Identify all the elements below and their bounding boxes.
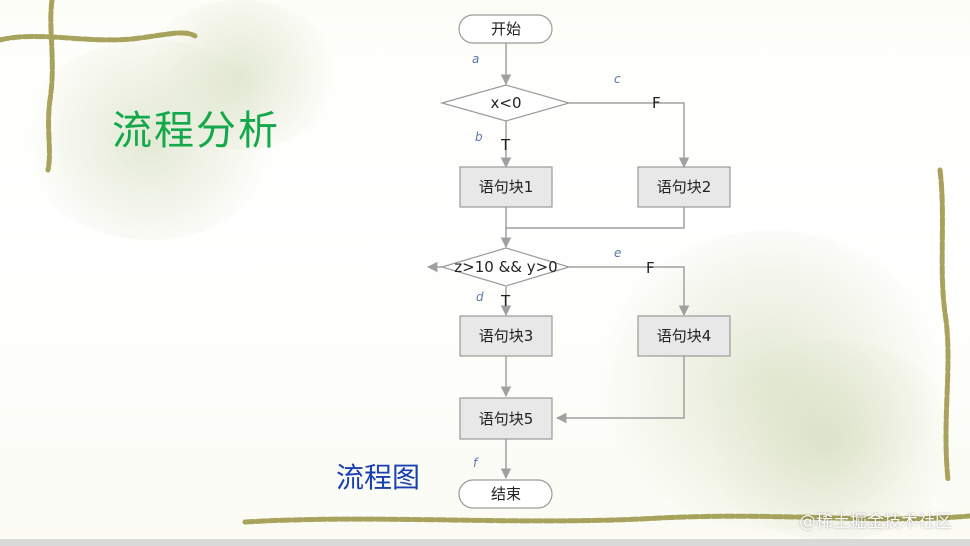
end-node: [458, 479, 553, 509]
edge-label-f: f: [473, 456, 479, 470]
block-1: [459, 166, 553, 208]
diagram-caption: 流程图: [336, 461, 421, 494]
edge-label-d: d: [476, 290, 484, 304]
decision2-label: z>10 && y>0: [454, 258, 557, 276]
block-3: [459, 315, 553, 357]
block1-label: 语句块1: [479, 178, 534, 196]
slide-title: 流程分析: [112, 108, 280, 154]
true-label-1: T: [500, 136, 511, 154]
background-flower-blob: [140, 0, 340, 150]
block-4: [637, 315, 731, 357]
block4-label: 语句块4: [657, 327, 712, 345]
edge-label-a: a: [472, 52, 479, 66]
edge-block2-merge: [500, 207, 685, 249]
false-label-1: F: [652, 94, 661, 112]
edge-block4-merge: [555, 356, 685, 424]
block-5: [459, 397, 553, 440]
edge-label-b: b: [475, 130, 483, 144]
decision-z-and-y: [439, 247, 572, 287]
background-flower-blob: [700, 340, 960, 540]
start-label: 开始: [491, 20, 521, 38]
watermark: @稀土掘金技术社区: [799, 512, 952, 532]
block-2: [637, 166, 731, 208]
edge-e: [569, 266, 690, 317]
edge-label-c: c: [614, 72, 621, 86]
block3-label: 语句块3: [479, 327, 534, 345]
block5-label: 语句块5: [479, 410, 534, 428]
block2-label: 语句块2: [657, 178, 712, 196]
decision1-label: x<0: [491, 94, 522, 112]
bottom-bar: [0, 539, 970, 546]
start-node: [458, 14, 553, 44]
end-label: 结束: [491, 485, 521, 503]
decision-x-less-than-0: [439, 84, 572, 122]
edge-c: [569, 102, 690, 169]
edge-label-e: e: [614, 246, 621, 260]
true-label-2: T: [500, 292, 511, 310]
false-label-2: F: [646, 259, 655, 277]
